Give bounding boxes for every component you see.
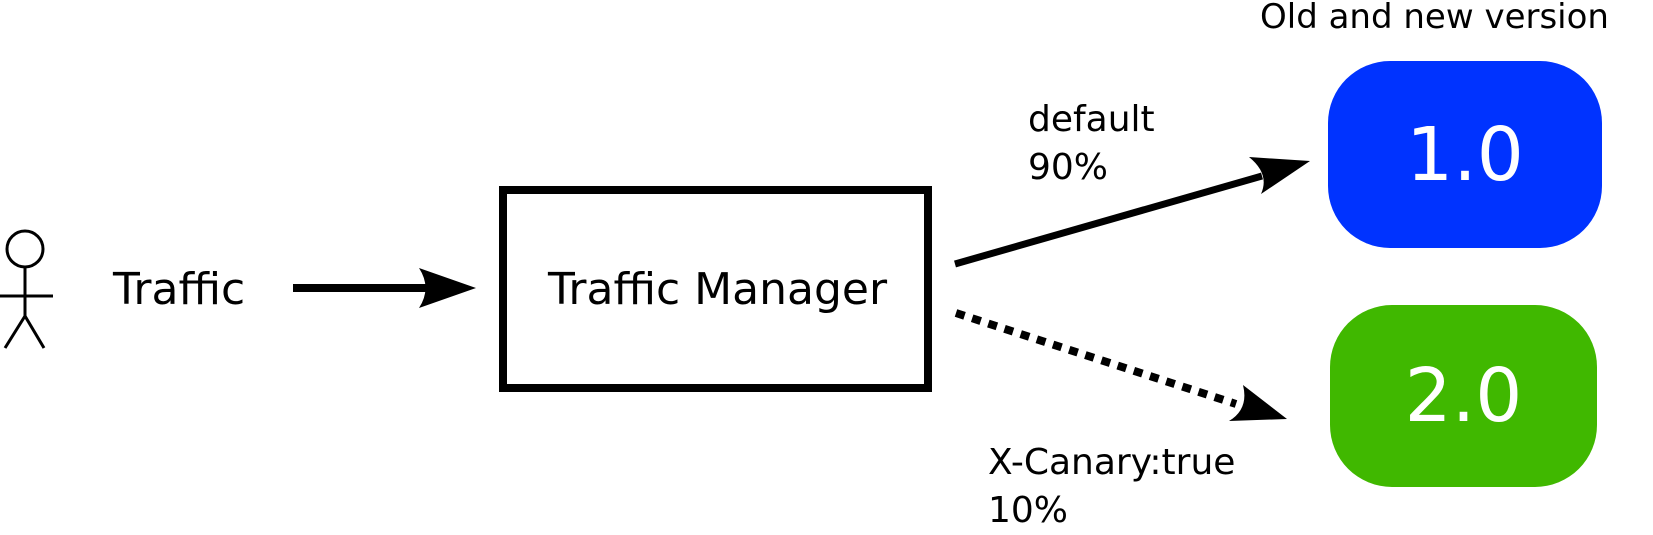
canary-route-condition: X-Canary:true (988, 442, 1236, 483)
version-1-box: 1.0 (1328, 61, 1602, 248)
default-route-condition: default (1028, 99, 1155, 140)
default-route-label: default 90% (1028, 96, 1155, 192)
default-route-arrow (954, 157, 1310, 268)
version-2-label: 2.0 (1404, 353, 1523, 439)
traffic-manager-label: Traffic Manager (548, 264, 888, 315)
version-2-box: 2.0 (1330, 305, 1597, 487)
canary-route-arrow (954, 309, 1287, 421)
default-route-share: 90% (1028, 147, 1109, 188)
versions-header: Old and new version (1260, 0, 1609, 37)
traffic-label: Traffic (113, 264, 246, 315)
diagram-canvas (0, 157, 1310, 421)
traffic-arrow (293, 268, 476, 308)
user-icon (0, 229, 53, 349)
canary-route-share: 10% (988, 490, 1069, 531)
version-1-label: 1.0 (1406, 111, 1524, 198)
traffic-manager-box (499, 186, 932, 392)
